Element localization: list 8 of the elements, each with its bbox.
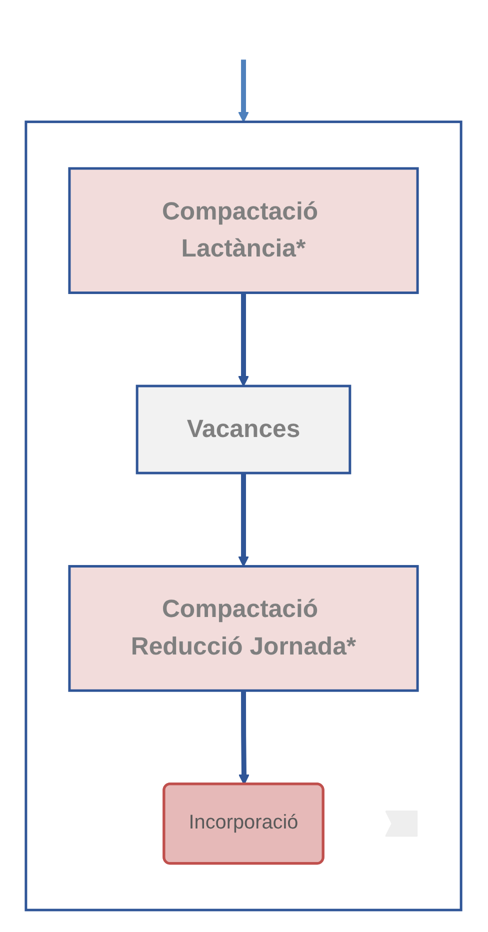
node-box: Compactació Reducció Jornada* xyxy=(68,565,420,692)
arrow xyxy=(238,60,250,122)
arrow xyxy=(239,690,250,785)
arrow xyxy=(238,292,250,386)
node-box: Vacances xyxy=(136,384,352,474)
arrow xyxy=(238,473,250,567)
node-box: Compactació Lactància* xyxy=(68,167,420,294)
cluster xyxy=(25,120,463,912)
